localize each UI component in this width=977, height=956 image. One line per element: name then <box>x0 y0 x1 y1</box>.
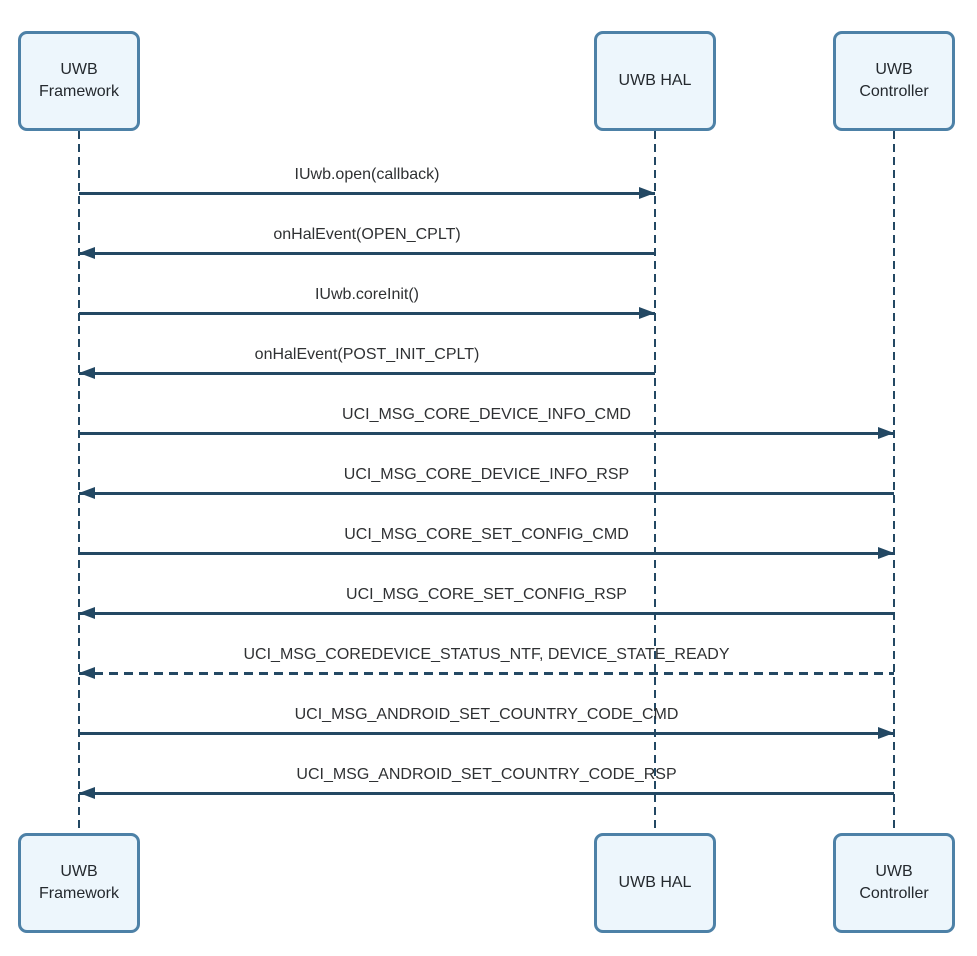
arrowhead-icon <box>878 427 894 439</box>
message-line <box>79 192 655 195</box>
actor-label: UWB Framework <box>38 61 119 100</box>
message-label: onHalEvent(OPEN_CPLT) <box>273 226 461 243</box>
lifeline-uwb-framework <box>78 131 80 833</box>
lifeline-uwb-hal <box>654 131 656 833</box>
arrowhead-icon <box>878 547 894 559</box>
message-label: UCI_MSG_COREDEVICE_STATUS_NTF, DEVICE_ST… <box>243 646 730 663</box>
arrowhead-icon <box>79 367 95 379</box>
actor-box-uwb-hal-bottom: UWB HAL <box>594 833 716 933</box>
arrowhead-icon <box>639 187 655 199</box>
arrowhead-icon <box>79 247 95 259</box>
lifeline-uwb-controller <box>893 131 895 833</box>
message-label: UCI_MSG_CORE_SET_CONFIG_RSP <box>346 586 627 603</box>
message-label: IUwb.open(callback) <box>294 166 440 183</box>
actor-label: UWB Framework <box>38 863 119 902</box>
message-line <box>79 312 655 315</box>
message-line <box>79 252 655 255</box>
actor-box-uwb-controller-bottom: UWB Controller <box>833 833 955 933</box>
actor-label: UWB HAL <box>618 72 692 90</box>
message-label: onHalEvent(POST_INIT_CPLT) <box>254 346 480 363</box>
actor-box-uwb-hal-top: UWB HAL <box>594 31 716 131</box>
arrowhead-icon <box>79 787 95 799</box>
arrowhead-icon <box>79 667 95 679</box>
message-line <box>79 372 655 375</box>
actor-label: UWB HAL <box>618 874 692 892</box>
message-line <box>79 792 894 795</box>
message-label: UCI_MSG_CORE_SET_CONFIG_CMD <box>344 526 629 543</box>
actor-label: UWB Controller <box>859 61 929 100</box>
arrowhead-icon <box>639 307 655 319</box>
message-line <box>79 492 894 495</box>
message-line <box>79 672 894 675</box>
message-label: UCI_MSG_ANDROID_SET_COUNTRY_CODE_RSP <box>296 766 677 783</box>
message-label: UCI_MSG_CORE_DEVICE_INFO_CMD <box>342 406 631 423</box>
actor-box-uwb-controller-top: UWB Controller <box>833 31 955 131</box>
actor-box-uwb-framework-bottom: UWB Framework <box>18 833 140 933</box>
actor-label: UWB Controller <box>859 863 929 902</box>
message-label: IUwb.coreInit() <box>314 286 420 303</box>
arrowhead-icon <box>79 487 95 499</box>
message-label: UCI_MSG_CORE_DEVICE_INFO_RSP <box>343 466 630 483</box>
message-line <box>79 552 894 555</box>
message-line <box>79 432 894 435</box>
arrowhead-icon <box>878 727 894 739</box>
message-line <box>79 732 894 735</box>
message-label: UCI_MSG_ANDROID_SET_COUNTRY_CODE_CMD <box>294 706 679 723</box>
message-line <box>79 612 894 615</box>
arrowhead-icon <box>79 607 95 619</box>
actor-box-uwb-framework-top: UWB Framework <box>18 31 140 131</box>
